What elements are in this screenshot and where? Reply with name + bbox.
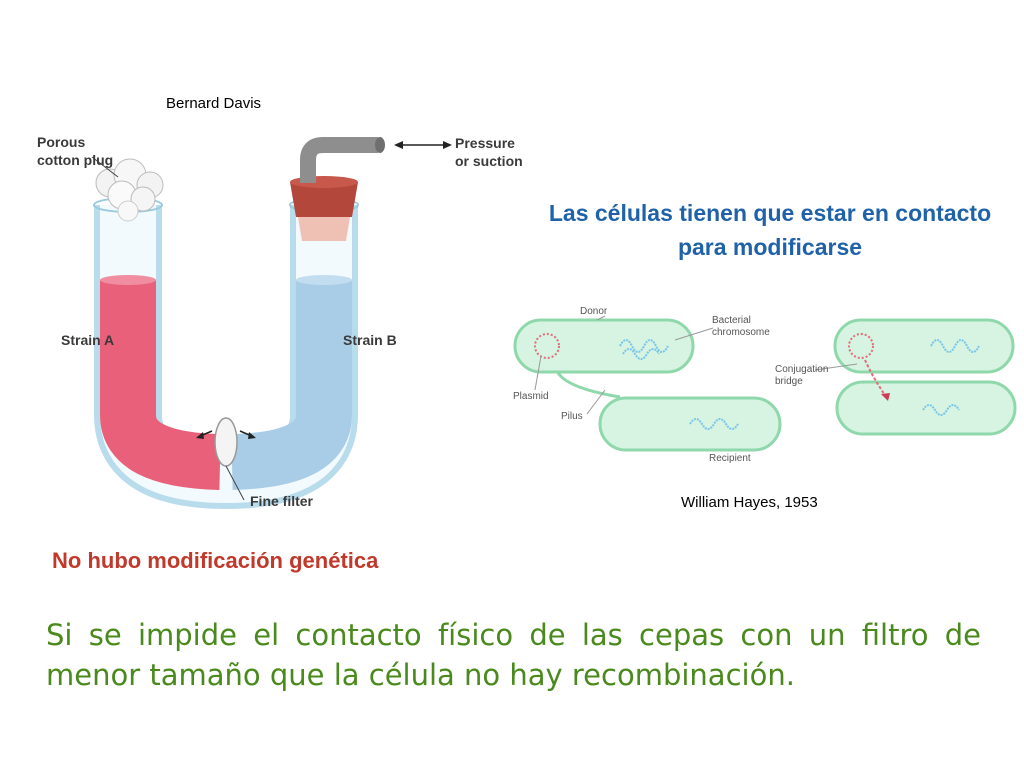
- label-plug-2: cotton plug: [37, 152, 113, 168]
- fine-filter: [214, 417, 238, 467]
- label-plasmid: Plasmid: [513, 391, 549, 402]
- recipient-cell-2: [835, 380, 1017, 436]
- label-donor: Donor: [580, 306, 608, 317]
- headline: Las células tienen que estar en contacto…: [548, 200, 992, 260]
- rubber-stopper: [290, 182, 358, 217]
- label-pressure-1: Pressure: [455, 135, 515, 151]
- label-chromosome-1: Bacterial: [712, 315, 751, 326]
- label-strain-a: Strain A: [61, 332, 114, 348]
- label-fine-filter: Fine filter: [250, 493, 314, 509]
- donor-cell: [513, 318, 695, 374]
- chromosome: [619, 339, 669, 360]
- label-recipient: Recipient: [709, 453, 751, 464]
- strain-a-liquid: [100, 280, 222, 490]
- label-strain-b: Strain B: [343, 332, 397, 348]
- label-pressure-2: or suction: [455, 153, 523, 169]
- cotton-plug: [95, 158, 164, 222]
- plasmid: [534, 333, 560, 359]
- u-tube-diagram: Porous cotton plug Pressure or suction S…: [37, 134, 523, 510]
- label-bridge-2: bridge: [775, 376, 803, 387]
- donor-cell-2: [833, 318, 1015, 374]
- label-pilus: Pilus: [561, 411, 583, 422]
- result-text: No hubo modificación genética: [52, 548, 379, 573]
- conclusion-text: Si se impide el contacto físico de las c…: [46, 618, 981, 692]
- label-bridge-1: Conjugation: [775, 364, 828, 375]
- davis-credit: Bernard Davis: [166, 95, 262, 112]
- pilus: [555, 370, 621, 399]
- label-chromosome-2: chromosome: [712, 327, 770, 338]
- strain-b-liquid: [230, 280, 352, 490]
- hayes-credit: William Hayes, 1953: [681, 494, 818, 511]
- label-plug-1: Porous: [37, 134, 85, 150]
- conjugation-diagram: Donor Bacterial chromosome Plasmid Pilus…: [513, 306, 1017, 464]
- suction-pipe: [300, 137, 378, 183]
